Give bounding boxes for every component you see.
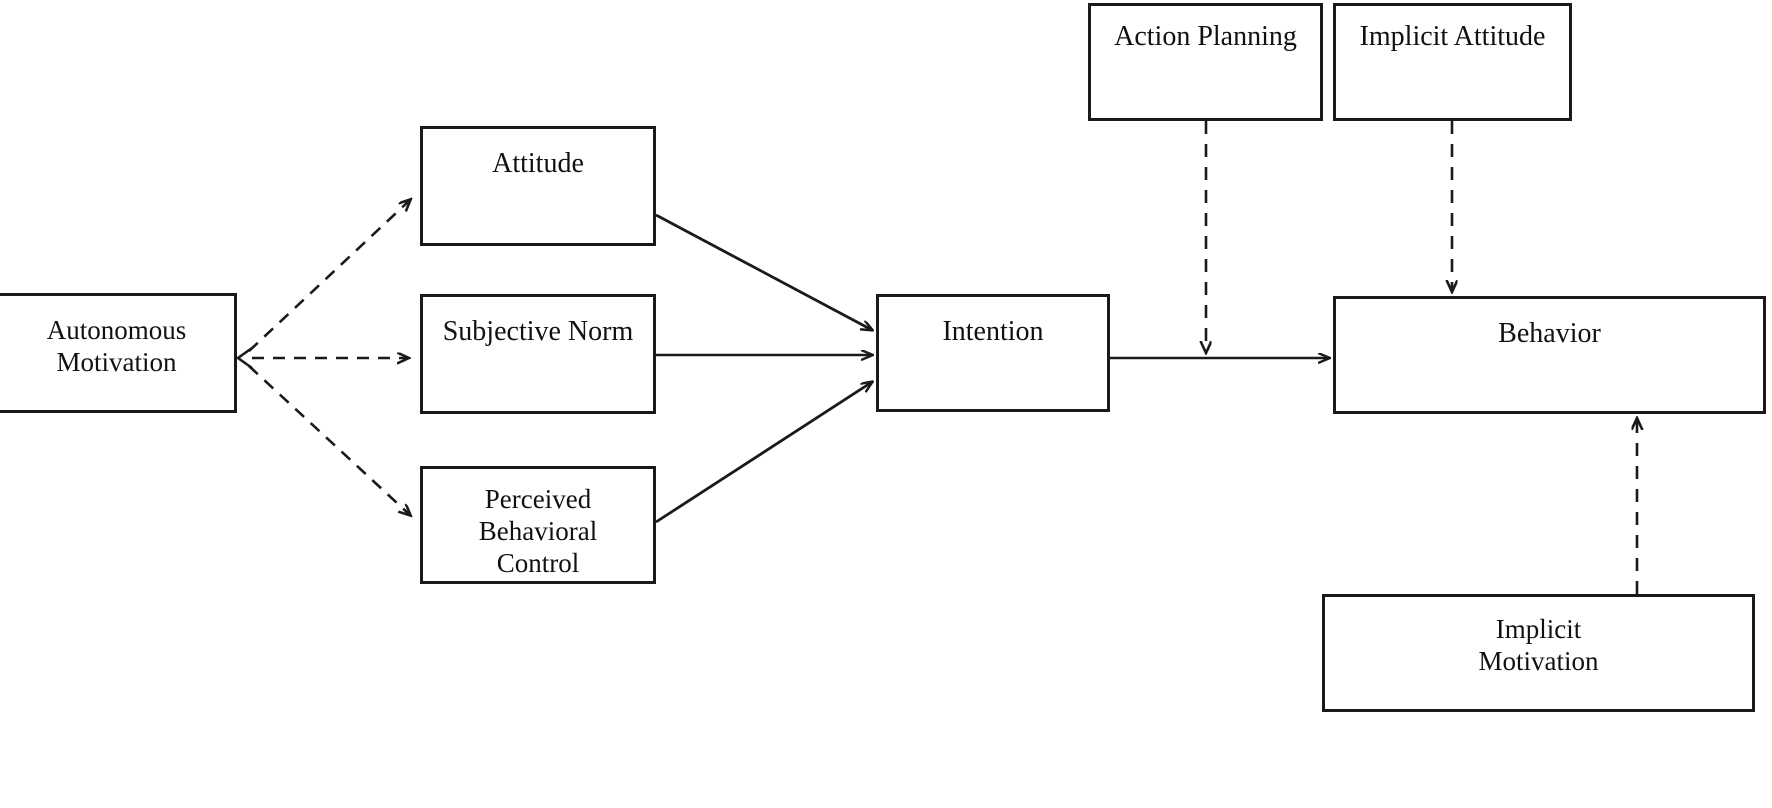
edge-attitude-to-intention bbox=[655, 213, 872, 330]
node-intention[interactable]: Intention bbox=[876, 294, 1110, 412]
node-label-behavior: Behavior bbox=[1498, 318, 1601, 349]
node-subjective-norm[interactable]: Subjective Norm bbox=[420, 294, 656, 414]
node-implicit-attitude[interactable]: Implicit Attitude bbox=[1333, 3, 1572, 121]
node-label-subjective-norm: Subjective Norm bbox=[442, 316, 634, 347]
node-perceived-behavioral-control[interactable]: Perceived Behavioral Control bbox=[420, 466, 656, 584]
edge-arrowhead-into-autonomous-motivation bbox=[235, 346, 253, 370]
node-autonomous-motivation[interactable]: Autonomous Motivation bbox=[0, 293, 237, 413]
edge-autonomous-motivation-to-attitude bbox=[248, 200, 410, 352]
edge-autonomous-motivation-to-perceived-behavioral-control bbox=[248, 365, 410, 515]
node-action-planning[interactable]: Action Planning bbox=[1088, 3, 1323, 121]
edge-perceived-behavioral-control-to-intention bbox=[655, 382, 872, 524]
node-attitude[interactable]: Attitude bbox=[420, 126, 656, 246]
node-label-implicit-motivation: Implicit Motivation bbox=[1478, 614, 1599, 676]
node-label-attitude: Attitude bbox=[492, 148, 584, 179]
node-label-action-planning: Action Planning bbox=[1114, 21, 1297, 52]
node-label-autonomous-motivation: Autonomous Motivation bbox=[46, 315, 187, 377]
node-label-intention: Intention bbox=[942, 316, 1044, 347]
node-label-implicit-attitude: Implicit Attitude bbox=[1359, 21, 1546, 52]
node-label-perceived-behavioral-control: Perceived Behavioral Control bbox=[478, 484, 598, 578]
node-behavior[interactable]: Behavior bbox=[1333, 296, 1766, 414]
node-implicit-motivation[interactable]: Implicit Motivation bbox=[1322, 594, 1755, 712]
